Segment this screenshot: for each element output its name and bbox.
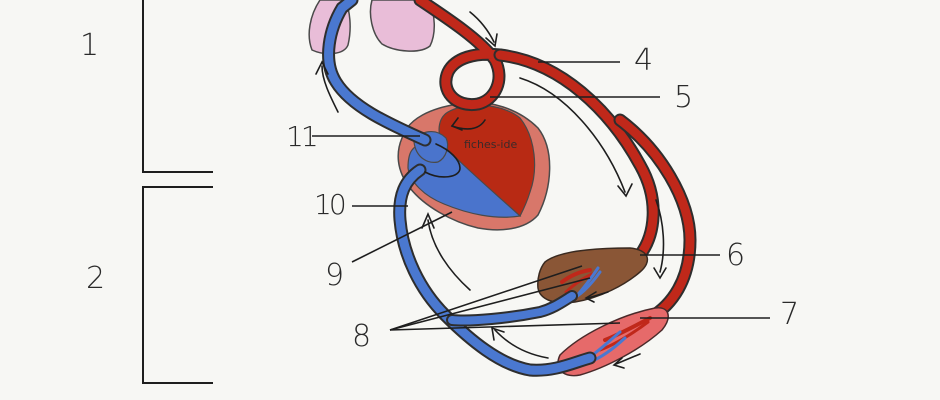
label-4: 4 [634,43,653,78]
watermark: fiches-ide [464,138,517,151]
bracket-systemic [142,186,213,384]
leader-8c [389,322,621,331]
pulmonary-artery-vessel [413,0,507,112]
bracket-pulmonary [142,0,213,173]
label-9: 9 [325,258,344,293]
leader-lines [312,61,770,331]
label-8: 8 [352,319,371,354]
pulmonary-vein-vessel [322,0,432,147]
flow-arrows [315,11,667,369]
label-5: 5 [674,80,693,115]
label-10: 10 [314,188,345,221]
leader-9 [351,211,453,263]
label-7: 7 [780,297,799,332]
label-2: 2 [86,261,105,296]
leader-8a [389,265,583,331]
label-1: 1 [80,28,99,63]
leader-8b [389,277,591,331]
label-11: 11 [286,120,316,153]
label-6: 6 [726,238,745,273]
